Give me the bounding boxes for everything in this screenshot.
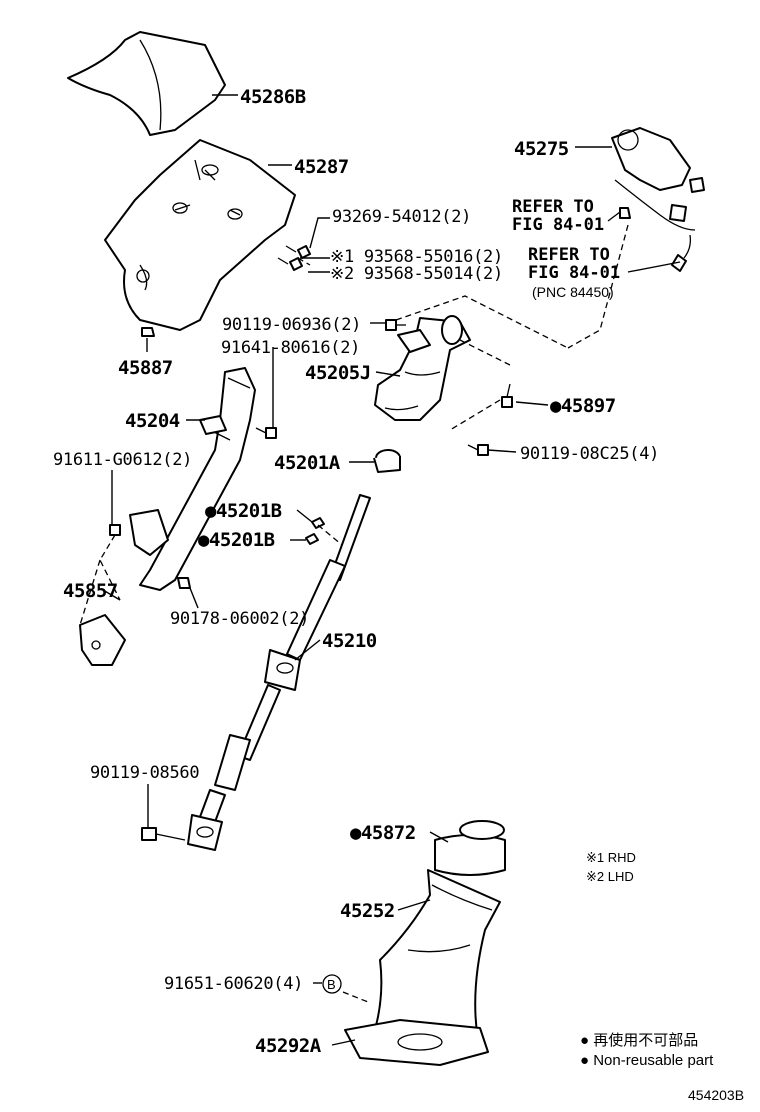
label-45201A: 45201A (274, 452, 341, 474)
label-45287: 45287 (294, 156, 349, 178)
relation-line-45204 (79, 534, 121, 626)
legend-en: ● Non-reusable part (580, 1052, 714, 1069)
note-rhd: ※1 RHD (586, 850, 636, 865)
label-45204: 45204 (125, 410, 180, 432)
relation-line-refer1 (567, 224, 629, 349)
steering-lock-45275[interactable] (611, 127, 705, 272)
label-93568-55016: ※1 93568-55016(2) (330, 247, 503, 267)
bolt-45897[interactable] (501, 383, 513, 408)
legend-jp: ● 再使用不可部品 (580, 1032, 698, 1049)
fig-84-01-2: FIG 84-01 (528, 263, 620, 283)
label-45857: 45857 (63, 580, 118, 602)
label-45210: 45210 (322, 630, 377, 652)
dust-seal-45201A[interactable] (373, 449, 401, 473)
label-45897: ●45897 (550, 395, 616, 417)
note-lhd: ※2 LHD (586, 869, 634, 884)
label-45205J: 45205J (305, 362, 371, 384)
bolt-90119-08C25[interactable] (467, 444, 489, 456)
label-45201B-1: ●45201B (205, 500, 282, 522)
steering-intermediate-shaft-45204[interactable] (129, 367, 256, 591)
relation-line-45205J (395, 295, 569, 366)
clip-45201B-2[interactable] (305, 533, 319, 545)
label-91641-80616: 91641-80616(2) (221, 338, 360, 358)
label-93269-54012: 93269-54012(2) (332, 207, 471, 227)
label-90119-08C25: 90119-08C25(4) (520, 444, 659, 464)
label-45887: 45887 (118, 357, 173, 379)
b-marker-letter: B (327, 977, 336, 992)
bracket-45857[interactable] (79, 614, 126, 666)
refer-to-1: REFER TO (512, 197, 594, 217)
nut-90178-06002[interactable] (177, 577, 191, 589)
label-90119-08560: 90119-08560 (90, 763, 199, 783)
column-housing-45205J[interactable] (374, 315, 471, 421)
label-45286B: 45286B (240, 86, 306, 108)
refer-fig-bolt[interactable] (619, 207, 631, 219)
clip-45201B-1[interactable] (311, 517, 325, 529)
label-90119-06936: 90119-06936(2) (222, 315, 361, 335)
relation-line-45897 (449, 399, 501, 431)
label-45872: ●45872 (350, 822, 416, 844)
label-45275: 45275 (514, 138, 569, 160)
bolt-91611-G0612[interactable] (109, 524, 121, 536)
steering-column-boot-45252[interactable] (371, 869, 501, 1041)
bolt-91641-80616[interactable] (255, 427, 277, 439)
leader-lines (102, 94, 681, 1046)
label-45292A: 45292A (255, 1035, 322, 1057)
label-93568-55014: ※2 93568-55014(2) (330, 264, 503, 284)
label-90178-06002: 90178-06002(2) (170, 609, 309, 629)
screw-93269[interactable] (285, 245, 311, 259)
column-cover-upper-45286B[interactable] (67, 31, 226, 136)
steering-column-hole-cover-45872[interactable] (434, 820, 506, 876)
column-cover-lower-45287[interactable] (104, 139, 296, 331)
steering-sliding-shaft-45210[interactable] (187, 494, 371, 851)
relation-line-45287 (297, 257, 311, 266)
fig-84-01-1: FIG 84-01 (512, 215, 604, 235)
bolt-90119-08560[interactable] (141, 827, 186, 841)
label-45252: 45252 (340, 900, 395, 922)
clip-45887[interactable] (141, 327, 155, 337)
label-91651-60620: 91651-60620(4) (164, 974, 303, 994)
refer-to-2: REFER TO (528, 245, 610, 265)
label-91611-G0612: 91611-G0612(2) (53, 450, 192, 470)
figure-id: 454203B (688, 1087, 744, 1103)
relation-line-45201B (317, 524, 343, 546)
pnc-84450: (PNC 84450) (532, 284, 614, 300)
label-45201B-2: ●45201B (198, 529, 275, 551)
relation-line-91651 (342, 991, 369, 1003)
screw-93568[interactable] (277, 257, 303, 271)
bolt-90119-06936[interactable] (385, 319, 406, 331)
b-marker-circle (322, 974, 342, 994)
steering-column-plate-45292A[interactable] (344, 1019, 489, 1066)
